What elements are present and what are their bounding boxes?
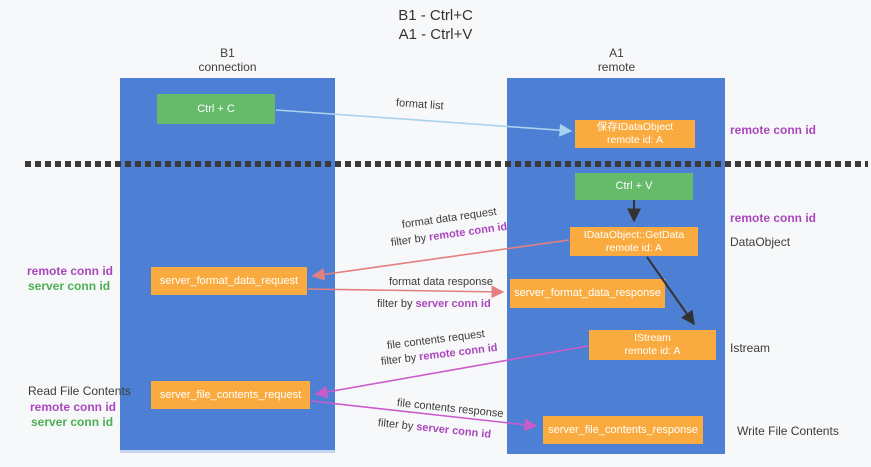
node-save-idataobject: 保存IDataObject remote id: A [575, 120, 695, 148]
annotation-read-file-contents: Read File Contents [28, 384, 131, 398]
node-getdata-subtitle: remote id: A [605, 241, 663, 254]
node-istream-title: IStream [634, 332, 671, 344]
edge-label-file-contents-response: file contents response [396, 397, 505, 421]
lane-header-a1: A1 remote [549, 46, 684, 74]
lane-a1-name: A1 [609, 46, 624, 60]
node-idataobject-getdata: IDataObject::GetData remote id: A [570, 227, 698, 256]
annotation-remote-conn-id-mid-right: remote conn id [730, 211, 817, 225]
node-getdata-title: IDataObject::GetData [583, 228, 685, 241]
lane-a1-role: remote [597, 60, 636, 74]
node-ctrl-v-label: Ctrl + V [615, 180, 653, 192]
node-server-format-data-response: server_format_data_response [510, 279, 665, 308]
node-server-file-contents-response-label: server_file_contents_response [548, 423, 698, 436]
server-conn-id-text: server conn id [415, 421, 492, 441]
node-server-file-contents-request-label: server_file_contents_request [159, 388, 302, 401]
node-save-idataobject-subtitle: remote id: A [606, 134, 664, 146]
filter-by-text: filter by [380, 351, 417, 368]
diagram-title: B1 - Ctrl+C A1 - Ctrl+V [0, 6, 871, 44]
node-server-format-data-request: server_format_data_request [151, 267, 307, 295]
node-istream: IStream remote id: A [589, 330, 716, 360]
node-save-idataobject-title: 保存IDataObject [596, 121, 674, 133]
arrow-format-data-response [307, 285, 505, 299]
lane-header-b1: B1 connection [160, 46, 295, 74]
annotation-dataobject: DataObject [730, 235, 791, 249]
title-line-2: A1 - Ctrl+V [398, 26, 473, 43]
lane-b1-name: B1 [220, 46, 235, 60]
edge-label-format-list: format list [395, 97, 444, 113]
server-conn-id-text: server conn id [415, 298, 491, 310]
filter-by-text: filter by [377, 298, 413, 310]
node-server-format-data-request-label: server_format_data_request [159, 274, 299, 287]
node-ctrl-v: Ctrl + V [575, 173, 693, 200]
annotation-remote-conn-id-top-right: remote conn id [730, 123, 817, 137]
annotation-left-mid-server-conn-id: server conn id [28, 279, 111, 293]
filter-by-text: filter by [390, 232, 427, 249]
title-line-1: B1 - Ctrl+C [398, 7, 473, 24]
annotation-left-bottom-remote-conn-id: remote conn id [30, 400, 117, 414]
annotation-istream: Istream [730, 341, 771, 355]
node-server-file-contents-response: server_file_contents_response [543, 416, 703, 444]
filter-by-text: filter by [377, 417, 414, 433]
node-istream-subtitle: remote id: A [624, 345, 681, 357]
node-server-file-contents-request: server_file_contents_request [151, 381, 310, 409]
node-ctrl-c: Ctrl + C [157, 94, 275, 124]
edge-label-format-data-response: format data response [389, 276, 493, 288]
annotation-left-bottom-server-conn-id: server conn id [31, 415, 114, 429]
annotation-left-mid-remote-conn-id: remote conn id [27, 264, 114, 278]
node-ctrl-c-label: Ctrl + C [197, 102, 235, 115]
node-server-format-data-response-label: server_format_data_response [514, 287, 661, 299]
annotation-write-file-contents: Write File Contents [737, 424, 839, 438]
lane-b1-role: connection [198, 60, 257, 74]
boundary-dashed-line [25, 161, 868, 167]
